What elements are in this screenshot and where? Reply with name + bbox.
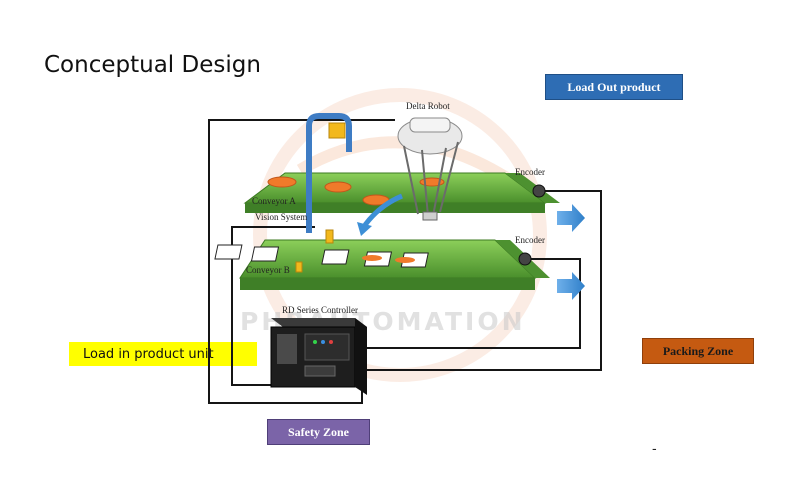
robot-top	[409, 117, 451, 133]
load-in-product-unit-label: Load in product unit	[69, 342, 257, 366]
delta-robot-icon: Delta Robot	[397, 101, 463, 221]
conveyor-b-front	[240, 278, 535, 290]
conveyor-a-front	[245, 203, 545, 213]
product-a-1	[267, 176, 297, 188]
wiring	[208, 119, 602, 404]
product-b-2	[395, 257, 415, 263]
output-arrow-a	[557, 204, 585, 232]
encoder-bottom-label: Encoder	[515, 235, 545, 245]
slide-title: Conceptual Design	[44, 52, 261, 78]
delta-robot-label: Delta Robot	[406, 101, 450, 111]
packing-zone-label: Packing Zone	[642, 338, 754, 364]
controller-panel-left	[277, 334, 297, 364]
conveyor-a-label: Conveyor A	[252, 196, 296, 206]
load-out-product-label: Load Out product	[545, 74, 683, 100]
controller-panel-right	[304, 333, 350, 361]
safety-zone-label: Safety Zone	[267, 419, 370, 445]
conveyor-a-side	[505, 173, 560, 203]
controller-label: RD Series Controller	[282, 305, 358, 315]
wire-encoder-a	[362, 190, 602, 371]
encoder-a-body	[532, 184, 546, 198]
vision-system: Vision System	[255, 113, 352, 233]
controller-led-red	[329, 340, 333, 344]
tray-b-1	[214, 244, 243, 260]
wire-encoder-b	[362, 258, 581, 349]
sensor-b-small-icon	[295, 261, 303, 273]
product-a-2	[324, 181, 352, 193]
conveyor-b-label: Conveyor B	[246, 265, 290, 275]
encoder-icon: Encoder	[515, 235, 545, 266]
encoder-top-label: Encoder	[515, 167, 545, 177]
conveyor-b: Conveyor B	[214, 229, 550, 290]
conveyor-a: Conveyor A	[243, 172, 560, 213]
output-arrow-b	[557, 272, 585, 300]
vision-system-label: Vision System	[255, 212, 307, 222]
trailing-mark: -	[652, 440, 657, 456]
vision-frame	[306, 113, 352, 233]
tray-b-2	[250, 246, 280, 262]
transfer-arrow	[363, 193, 403, 227]
product-b-1	[362, 255, 382, 261]
camera-icon	[328, 122, 346, 139]
controller-side	[355, 318, 367, 395]
controller-led-green	[313, 340, 317, 344]
robot-arms	[403, 141, 459, 217]
controller-led-blue	[321, 340, 325, 344]
robot-gripper	[422, 211, 438, 221]
wire-mid-loop	[231, 226, 315, 386]
tray-b-3	[321, 249, 350, 265]
encoder-icon: Encoder	[515, 167, 546, 198]
controller-port	[304, 365, 336, 377]
watermark-ring	[253, 88, 547, 382]
wire-robot-loop	[208, 119, 395, 404]
transfer-arrow-head	[357, 222, 372, 236]
controller-icon: RD Series Controller	[270, 305, 367, 395]
encoder-b-body	[518, 252, 532, 266]
controller-top	[271, 318, 367, 327]
sensor-b-icon	[325, 229, 334, 244]
